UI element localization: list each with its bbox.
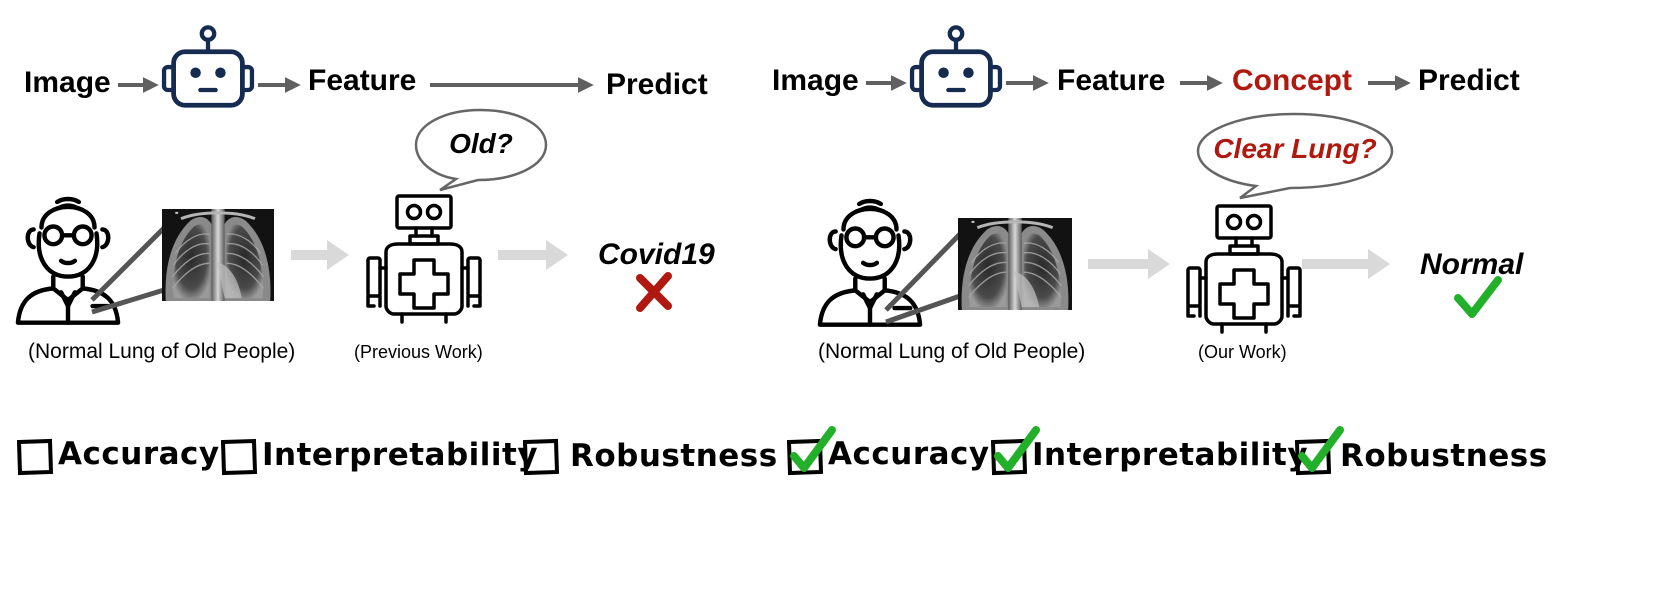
checkbox-icon	[16, 438, 54, 476]
right-flow-concept-label: Concept	[1232, 64, 1352, 97]
right-speech-bubble	[1196, 112, 1394, 200]
correct-mark-icon	[1454, 276, 1502, 318]
right-light-arrow-1	[1088, 249, 1170, 279]
right-medical-robot-icon	[1184, 204, 1304, 334]
criteria-label-accuracy: Accuracy	[828, 436, 990, 472]
right-result-label: Normal	[1420, 248, 1524, 281]
left-flow-feature-label: Feature	[308, 64, 417, 97]
criteria-label-accuracy: Accuracy	[58, 436, 220, 472]
left-flow-arrow-1	[118, 77, 159, 93]
right-flow-arrow-4	[1368, 75, 1411, 91]
checkbox-icon	[522, 438, 560, 476]
left-flow-predict-label: Predict	[606, 68, 708, 101]
right-flow-image-label: Image	[772, 64, 859, 97]
right-flow-arrow-2	[1006, 75, 1049, 91]
right-robot-head-icon	[908, 25, 1004, 111]
left-pointer-lines	[90, 226, 166, 315]
checked-checkbox-icon	[786, 426, 836, 476]
left-robot-caption: (Previous Work)	[354, 342, 483, 362]
right-doctor-caption: (Normal Lung of Old People)	[818, 340, 1086, 363]
right-flow-predict-label: Predict	[1418, 64, 1520, 97]
left-flow-arrow-3	[430, 77, 594, 93]
checkbox-icon	[220, 438, 258, 476]
checked-checkbox-icon	[990, 426, 1040, 476]
right-flow-arrow-1	[866, 75, 907, 91]
left-flow-arrow-2	[258, 77, 301, 93]
checked-checkbox-icon	[1294, 426, 1344, 476]
left-light-arrow-2	[498, 240, 568, 270]
left-xray-image	[162, 209, 274, 301]
left-speech-bubble	[414, 108, 548, 192]
right-robot-caption: (Our Work)	[1198, 342, 1287, 362]
right-pointer-lines	[884, 232, 962, 325]
criteria-label-interpretability: Interpretability	[262, 437, 539, 473]
left-flow-image-label: Image	[24, 66, 111, 99]
left-robot-head-icon	[160, 25, 256, 111]
right-light-arrow-2	[1302, 249, 1390, 279]
criteria-label-robustness: Robustness	[570, 438, 778, 474]
right-flow-arrow-3	[1180, 75, 1223, 91]
left-bubble-text: Old?	[449, 128, 513, 159]
right-xray-image	[958, 218, 1072, 310]
criteria-label-robustness: Robustness	[1340, 438, 1548, 474]
left-result-label: Covid19	[598, 238, 715, 271]
wrong-mark-icon	[636, 272, 672, 312]
criteria-label-interpretability: Interpretability	[1032, 437, 1309, 473]
left-light-arrow-1	[291, 240, 349, 270]
right-flow-feature-label: Feature	[1057, 64, 1166, 97]
left-doctor-caption: (Normal Lung of Old People)	[28, 340, 296, 363]
right-bubble-text: Clear Lung?	[1213, 133, 1377, 164]
left-medical-robot-icon	[364, 194, 484, 324]
